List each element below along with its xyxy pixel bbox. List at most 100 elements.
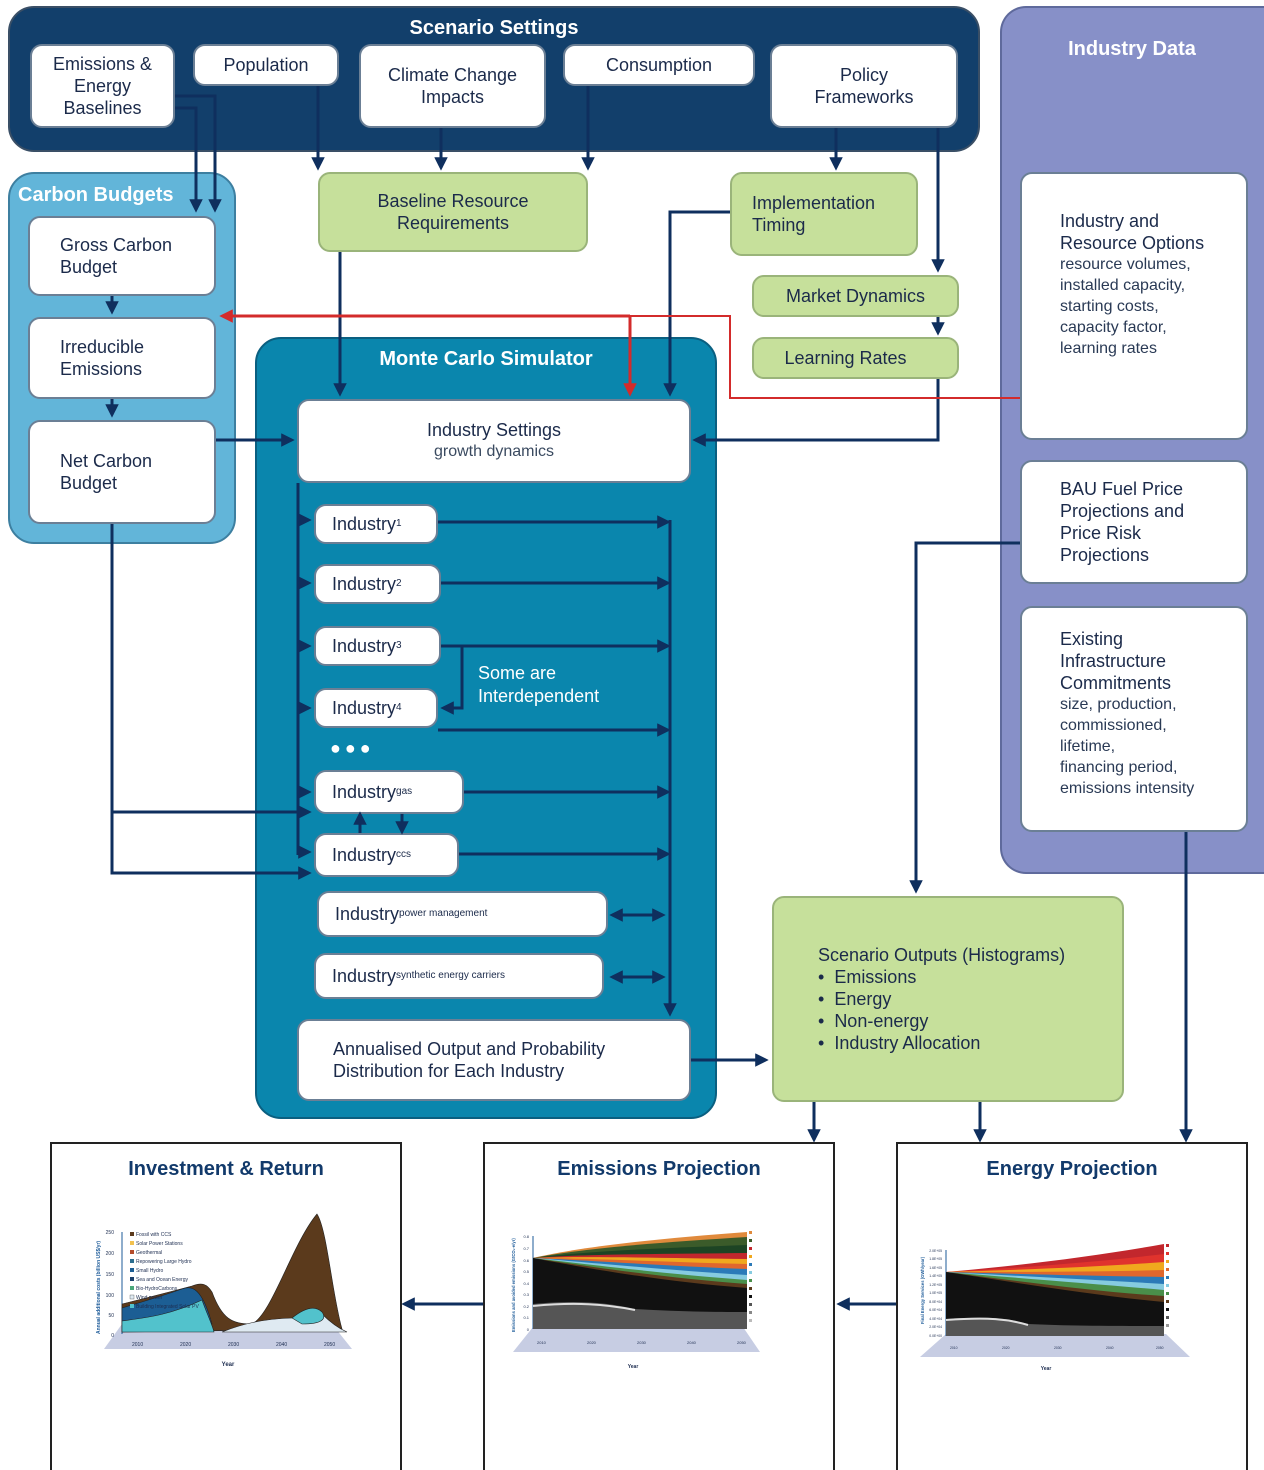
industry-settings-title: Industry Settings	[426, 420, 562, 440]
industry-4-label: Industry	[332, 698, 397, 718]
net-carbon-budget-box: Net Carbon Budget	[28, 420, 216, 524]
energy-projection-title: Energy Projection	[986, 1158, 1158, 1180]
em-ylabel: Emissions and avoided emissions (GtCO₂-e…	[511, 1238, 516, 1332]
inv-ytick-150: 150	[106, 1272, 115, 1278]
existing-infra-body: size, production, commissioned, lifetime…	[1060, 696, 1195, 797]
industry-3-sup: 3	[396, 640, 402, 651]
en-ytick-9: 2.0E+04	[929, 1325, 942, 1329]
existing-infrastructure-box: Existing Infrastructure Commitments size…	[1020, 606, 1248, 832]
inv-legend-6: Bio-HydroCarbons	[136, 1286, 178, 1292]
em-ytick-08: 0.8	[523, 1234, 529, 1239]
inv-xtick-2050: 2050	[324, 1342, 335, 1348]
existing-infra-title: Existing Infrastructure Commitments	[1060, 629, 1172, 693]
industry-gas-label: Industry	[332, 782, 397, 802]
policy-frameworks-box: Policy Frameworks	[770, 44, 958, 128]
output-item-emissions-label: Emissions	[834, 967, 917, 987]
annualised-output-box: Annualised Output and Probability Distri…	[297, 1019, 691, 1101]
population-box: Population	[193, 44, 339, 86]
en-xlabel: Year	[1041, 1366, 1052, 1372]
inv-xtick-2010: 2010	[132, 1342, 143, 1348]
em-xtick-2010: 2010	[537, 1340, 547, 1345]
em-xtick-2050: 2050	[737, 1340, 747, 1345]
market-dynamics-box: Market Dynamics	[752, 275, 959, 317]
inv-legend-3: Repowering Large Hydro	[136, 1259, 192, 1265]
inv-ylabel: Annual additional costs (billion US$/yr)	[96, 1241, 102, 1334]
industry-1-label: Industry	[332, 514, 397, 534]
output-item-energy-label: Energy	[834, 989, 892, 1009]
en-ytick-2: 1.6E+05	[929, 1266, 942, 1270]
em-ytick-05: 0.5	[523, 1269, 529, 1274]
industry-ccs-sup: ccs	[396, 849, 412, 860]
investment-return-card: Investment & Return 250 200 150 100 50 0…	[50, 1142, 402, 1470]
scenario-settings-title: Scenario Settings	[409, 17, 579, 39]
en-ylabel: Final Energy Services (GWh/year)	[920, 1256, 925, 1324]
climate-change-impacts-box: Climate Change Impacts	[359, 44, 546, 128]
em-ytick-01: 0.1	[523, 1315, 529, 1320]
industry-data-title: Industry Data	[1068, 38, 1196, 60]
inv-xlabel: Year	[222, 1362, 235, 1368]
inv-legend-2: Geothermal	[136, 1250, 162, 1256]
en-ytick-0: 2.0E+05	[929, 1249, 942, 1253]
industry-power-label: Industry	[335, 904, 400, 924]
learning-rates-box: Learning Rates	[752, 337, 959, 379]
gross-carbon-budget-box: Gross Carbon Budget	[28, 216, 216, 296]
industry-ccs-label: Industry	[332, 845, 397, 865]
output-item-energy: • Energy	[818, 989, 892, 1009]
energy-projection-card: Energy Projection 2.0E+05 1.8E+05 1.6E+0…	[896, 1142, 1248, 1470]
inv-legend-4: Small Hydro	[136, 1268, 163, 1274]
interdependent-note: Some are Interdependent	[478, 663, 600, 706]
inv-ytick-100: 100	[106, 1293, 115, 1299]
scenario-outputs-box: Scenario Outputs (Histograms) • Emission…	[772, 896, 1124, 1102]
em-ytick-07: 0.7	[523, 1246, 529, 1251]
em-xtick-2020: 2020	[587, 1340, 597, 1345]
inv-xtick-2020: 2020	[180, 1342, 191, 1348]
industry-settings-sub: growth dynamics	[433, 443, 555, 460]
em-ytick-04: 0.4	[523, 1281, 529, 1286]
carbon-budgets-title: Carbon Budgets	[18, 184, 174, 206]
implementation-timing-box: Implementation Timing	[730, 172, 918, 256]
output-item-allocation: • Industry Allocation	[818, 1033, 981, 1053]
industry-2-sup: 2	[396, 578, 402, 589]
emissions-chart: 0.8 0.7 0.6 0.5 0.4 0.3 0.2 0.1 0 2010 2…	[511, 1231, 760, 1370]
en-ytick-6: 8.0E+04	[929, 1300, 942, 1304]
industry-resource-options-box: Industry and Resource Options resource v…	[1020, 172, 1248, 440]
inv-legend-7: Wind power	[136, 1295, 163, 1301]
emissions-projection-title: Emissions Projection	[557, 1158, 761, 1180]
output-item-allocation-label: Industry Allocation	[834, 1033, 981, 1053]
en-ytick-8: 4.0E+04	[929, 1317, 942, 1321]
en-ytick-5: 1.0E+05	[929, 1291, 942, 1295]
investment-chart: 250 200 150 100 50 0 2010 2020 2030 2040…	[96, 1213, 352, 1368]
inv-ytick-50: 50	[108, 1313, 114, 1319]
inv-xtick-2030: 2030	[228, 1342, 239, 1348]
output-item-nonenergy: • Non-energy	[818, 1011, 929, 1031]
scenario-outputs-title: Scenario Outputs (Histograms)	[818, 945, 1066, 965]
em-xtick-2030: 2030	[637, 1340, 647, 1345]
inv-legend-0: Fossil with CCS	[136, 1232, 172, 1238]
baseline-resource-requirements-box: Baseline Resource Requirements	[318, 172, 588, 252]
bau-fuel-price-box: BAU Fuel Price Projections and Price Ris…	[1020, 460, 1248, 584]
en-ytick-7: 6.0E+04	[929, 1308, 942, 1312]
inv-ytick-200: 200	[106, 1251, 115, 1257]
emissions-energy-baselines-box: Emissions & Energy Baselines	[30, 44, 175, 128]
inv-ytick-0: 0	[111, 1333, 114, 1339]
en-ytick-1: 1.8E+05	[929, 1257, 942, 1261]
industry-options-body: resource volumes, installed capacity, st…	[1060, 256, 1191, 357]
en-ytick-10: 0.0E+00	[929, 1334, 942, 1338]
output-item-nonenergy-label: Non-energy	[834, 1011, 929, 1031]
em-ytick-03: 0.3	[523, 1292, 529, 1297]
em-ytick-0: 0	[527, 1327, 530, 1332]
monte-carlo-title: Monte Carlo Simulator	[379, 348, 593, 370]
em-xtick-2040: 2040	[687, 1340, 697, 1345]
industry-power-sup: power management	[399, 908, 488, 919]
industry-options-title: Industry and Resource Options	[1060, 211, 1205, 253]
en-xtick-2050: 2050	[1156, 1346, 1164, 1350]
industry-synthetic-sup: synthetic energy carriers	[396, 970, 505, 981]
inv-ytick-250: 250	[106, 1230, 115, 1236]
